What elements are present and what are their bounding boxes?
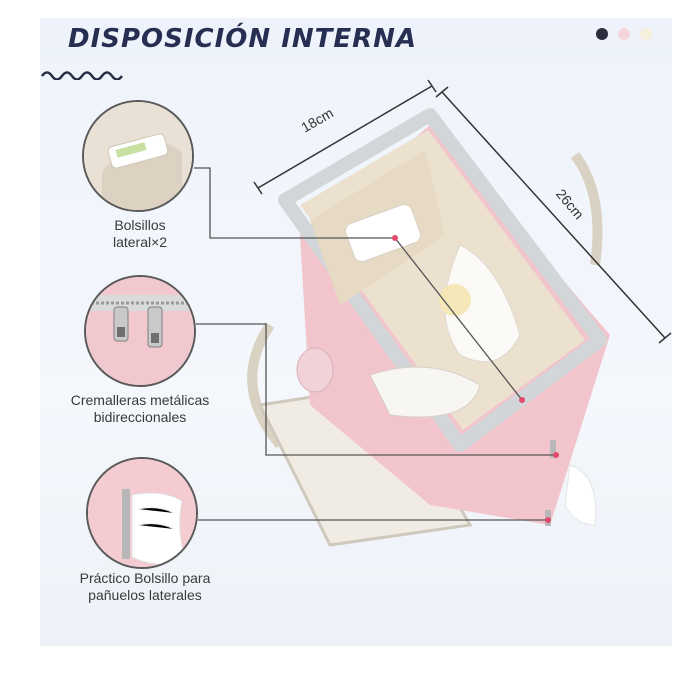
callout-label-zippers: Cremalleras metálicas bidireccionales [50,392,230,426]
color-dot-black[interactable] [596,28,608,40]
callout-image-zippers [84,275,196,387]
callout-label-line: bidireccionales [93,409,187,425]
callout-label-tissue-pocket: Práctico Bolsillo para pañuelos laterale… [55,570,235,604]
callout-label-line: Práctico Bolsillo para [79,570,211,586]
page-title: DISPOSICIÓN INTERNA [68,24,418,54]
callout-image-tissue-pocket [86,457,198,569]
callout-label-line: pañuelos laterales [88,587,202,603]
color-options [596,28,652,40]
callout-label-line: Cremalleras metálicas [70,392,210,408]
callout-label-line: Bolsillos [114,217,166,233]
color-dot-pink[interactable] [618,28,630,40]
callout-label-line: lateral×2 [112,234,168,250]
decorative-squiggle [40,71,124,80]
backpack-image [247,108,610,547]
callout-image-side-pockets [82,100,194,212]
callout-label-side-pockets: Bolsillos lateral×2 [90,217,190,251]
color-dot-beige[interactable] [640,28,652,40]
